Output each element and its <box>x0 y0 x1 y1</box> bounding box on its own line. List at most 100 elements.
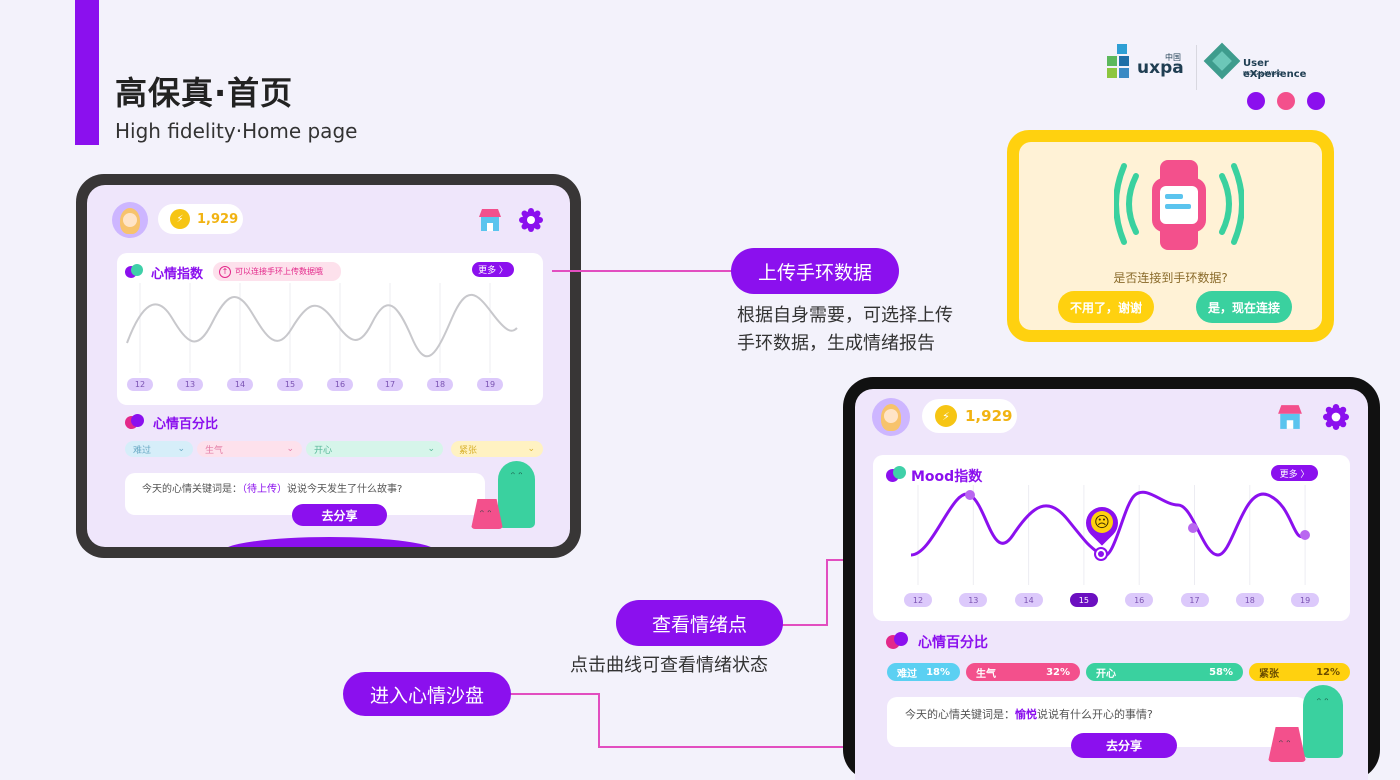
day-pill[interactable]: 16 <box>327 378 353 391</box>
day-pill[interactable]: 12 <box>904 593 932 607</box>
avatar[interactable] <box>112 202 148 238</box>
uxpa-logo-text: uxpa <box>1137 58 1184 78</box>
day-pill[interactable]: 14 <box>227 378 253 391</box>
more-button[interactable]: 更多 〉 <box>472 262 514 277</box>
coin-icon: ⚡ <box>935 405 957 427</box>
mood-chip-angry[interactable]: 生气⌄ <box>197 441 302 457</box>
tablet-frame-right: ⚡ 1,929 Mood指数 更多 〉 <box>843 377 1380 780</box>
leader-line <box>510 693 600 695</box>
coin-value: 1,929 <box>965 407 1013 425</box>
logo-square <box>1117 44 1127 54</box>
callout-view-points-desc: 点击曲线可查看情绪状态 <box>570 655 768 676</box>
store-icon[interactable] <box>479 208 501 232</box>
decline-button[interactable]: 不用了，谢谢 <box>1058 291 1154 323</box>
mood-percent-title: 心情百分比 <box>918 635 988 651</box>
more-button[interactable]: 更多 〉 <box>1271 465 1318 481</box>
mood-chart[interactable] <box>117 283 543 373</box>
coin-balance[interactable]: ⚡ 1,929 <box>922 399 1017 433</box>
page-title: 高保真·首页 <box>115 74 294 112</box>
page-subtitle: High fidelity·Home page <box>115 119 358 143</box>
mood-chart[interactable] <box>873 485 1350 590</box>
mood-percent-title: 心情百分比 <box>153 417 219 432</box>
leader-line <box>552 270 732 272</box>
keyword-line: 今天的心情关键词是：（待上传）说说今天发生了什么故事? <box>142 484 403 495</box>
uea-logo: User eXperience DESIGN AWARD <box>1203 42 1325 86</box>
dialog-body: 是否连接到手环数据? 不用了，谢谢 是，现在连接 <box>1019 142 1322 330</box>
upload-hint[interactable]: ↑ 可以连接手环上传数据哦 <box>213 262 341 281</box>
upload-icon: ↑ <box>219 265 231 278</box>
settings-icon[interactable] <box>1323 404 1349 430</box>
mood-index-card: 心情指数 ↑ 可以连接手环上传数据哦 更多 〉 12 13 14 15 16 17 18 19 <box>117 253 543 405</box>
day-pill[interactable]: 16 <box>1125 593 1154 607</box>
callout-upload-desc: 根据自身需要，可选择上传 手环数据，生成情绪报告 <box>737 305 953 354</box>
uxpa-logo: uxpa 中国 <box>1107 44 1187 84</box>
tablet-screen-left: ⚡ 1,929 心情指数 ↑ 可以连接手环上传数据哦 <box>87 185 570 547</box>
mood-chip-nervous[interactable]: 紧张⌄ <box>451 441 543 457</box>
day-pill[interactable]: 18 <box>427 378 453 391</box>
connect-band-dialog: 是否连接到手环数据? 不用了，谢谢 是，现在连接 <box>1007 130 1334 342</box>
pink-blob-character[interactable]: ᵔ ᵔ <box>471 499 503 529</box>
tablet-frame-left: ⚡ 1,929 心情指数 ↑ 可以连接手环上传数据哦 <box>76 174 581 558</box>
uea-logo-sub: DESIGN AWARD <box>1243 71 1283 77</box>
accent-bar <box>75 0 99 145</box>
keyword-line: 今天的心情关键词是：愉悦说说有什么开心的事情? <box>905 708 1153 721</box>
upload-hint-text: 可以连接手环上传数据哦 <box>235 267 323 276</box>
smartwatch-icon <box>1114 160 1244 250</box>
avatar-face <box>884 409 898 423</box>
green-blob-character[interactable]: ᵔ ᵔ <box>498 461 535 528</box>
settings-icon[interactable] <box>519 208 543 232</box>
callout-upload: 上传手环数据 <box>731 248 899 294</box>
store-icon[interactable] <box>1278 404 1302 430</box>
day-pill[interactable]: 13 <box>959 593 988 607</box>
avatar-face <box>123 213 137 227</box>
bottom-nav-arc[interactable] <box>222 537 437 547</box>
mood-index-title: Mood指数 <box>911 469 983 485</box>
page-dot[interactable] <box>1307 92 1325 110</box>
mood-chip-happy[interactable]: 开心⌄ <box>306 441 443 457</box>
leader-line <box>782 624 828 626</box>
logo-square <box>1107 56 1117 66</box>
logo-square <box>1119 68 1129 78</box>
coin-value: 1,929 <box>197 211 239 227</box>
day-pill[interactable]: 17 <box>377 378 403 391</box>
connect-button[interactable]: 是，现在连接 <box>1196 291 1292 323</box>
avatar[interactable] <box>872 398 910 436</box>
pink-blob-character[interactable]: ᵔ ᵔ <box>1268 727 1306 762</box>
day-pill[interactable]: 14 <box>1014 593 1043 607</box>
keyword-value: 愉悦 <box>1015 708 1037 721</box>
coin-icon: ⚡ <box>170 209 190 229</box>
logo-square <box>1119 56 1129 66</box>
page-dot[interactable] <box>1277 92 1295 110</box>
leader-line <box>598 746 1073 748</box>
mood-chip-sad[interactable]: 难过⌄ <box>125 441 193 457</box>
coin-balance[interactable]: ⚡ 1,929 <box>158 204 243 234</box>
leader-line <box>826 559 828 626</box>
day-pill[interactable]: 15 <box>1069 593 1098 607</box>
dialog-question: 是否连接到手环数据? <box>1113 271 1228 285</box>
share-button[interactable]: 去分享 <box>1071 733 1177 758</box>
callout-view-points: 查看情绪点 <box>616 600 783 646</box>
page-dot[interactable] <box>1247 92 1265 110</box>
leader-line <box>598 693 600 747</box>
day-pill[interactable]: 19 <box>477 378 503 391</box>
callout-sandbox: 进入心情沙盘 <box>343 672 511 716</box>
keyword-value: （待上传） <box>242 484 287 495</box>
day-pill[interactable]: 13 <box>177 378 203 391</box>
logo-divider <box>1196 45 1197 90</box>
day-pill[interactable]: 17 <box>1180 593 1209 607</box>
day-pill[interactable]: 12 <box>127 378 153 391</box>
day-pill[interactable]: 19 <box>1291 593 1320 607</box>
day-pill[interactable]: 15 <box>277 378 303 391</box>
mood-index-title: 心情指数 <box>151 267 204 282</box>
sad-face-icon: ☹ <box>1091 511 1113 533</box>
green-blob-character[interactable]: ᵔ ᵔ <box>1303 685 1343 758</box>
share-button[interactable]: 去分享 <box>292 504 387 526</box>
mood-index-card: Mood指数 更多 〉 ☹ 12 13 14 15 16 17 18 19 <box>873 455 1350 621</box>
uea-logo-title: User eXperience <box>1243 58 1307 80</box>
tablet-screen-right: ⚡ 1,929 Mood指数 更多 〉 <box>855 389 1368 780</box>
day-pill[interactable]: 18 <box>1235 593 1264 607</box>
